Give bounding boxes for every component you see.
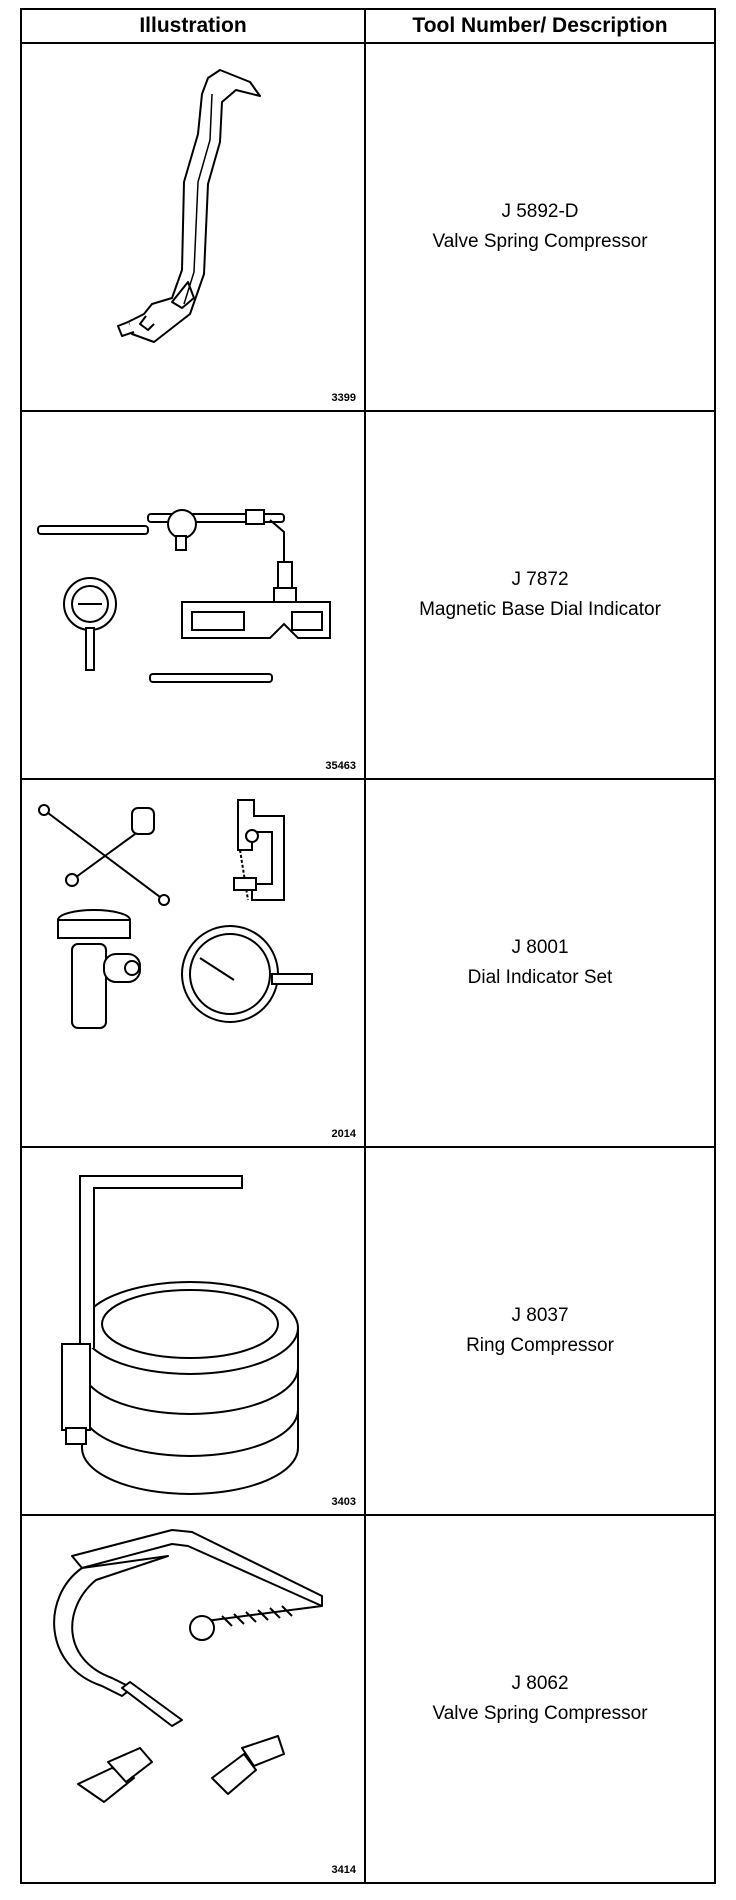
tool-number: J 8062 (511, 1673, 569, 1694)
illustration-cell: 3403 (20, 1146, 366, 1516)
tool-description-cell: J 5892-D Valve Spring Compressor (364, 42, 716, 412)
magnetic-base-dial-indicator-icon (22, 412, 366, 778)
table-row: 2014 J 8001 Dial Indicator Set (20, 778, 716, 1148)
table-row: 3403 J 8037 Ring Compressor (20, 1146, 716, 1516)
header-illustration: Illustration (20, 8, 366, 44)
special-tools-table: Illustration Tool Number/ Description 33… (20, 8, 716, 1884)
figure-number: 3399 (331, 392, 356, 404)
tool-table-sheet: Illustration Tool Number/ Description 33… (20, 8, 716, 1890)
dial-indicator-set-icon (22, 780, 366, 1146)
figure-number: 35463 (325, 760, 356, 772)
valve-spring-compressor-c-clamp-icon (22, 1516, 366, 1882)
tool-description-cell: J 8001 Dial Indicator Set (364, 778, 716, 1148)
figure-number: 3414 (331, 1864, 356, 1876)
tool-description-cell: J 8062 Valve Spring Compressor (364, 1514, 716, 1884)
tool-number: J 8001 (511, 937, 569, 958)
table-row: 3399 J 5892-D Valve Spring Compressor (20, 42, 716, 412)
illustration-cell: 3414 (20, 1514, 366, 1884)
tool-description: Valve Spring Compressor (432, 231, 648, 252)
valve-spring-compressor-icon (22, 44, 366, 410)
table-row: 3414 J 8062 Valve Spring Compressor (20, 1514, 716, 1884)
ring-compressor-icon (22, 1148, 366, 1514)
table-header-row: Illustration Tool Number/ Description (20, 8, 716, 44)
figure-number: 3403 (331, 1496, 356, 1508)
illustration-cell: 35463 (20, 410, 366, 780)
header-tool-description: Tool Number/ Description (364, 8, 716, 44)
tool-description: Valve Spring Compressor (432, 1703, 648, 1724)
tool-description: Dial Indicator Set (467, 967, 613, 988)
tool-description-cell: J 7872 Magnetic Base Dial Indicator (364, 410, 716, 780)
tool-number: J 7872 (511, 569, 569, 590)
tool-description: Ring Compressor (466, 1335, 614, 1356)
table-row: 35463 J 7872 Magnetic Base Dial Indicato… (20, 410, 716, 780)
tool-description-cell: J 8037 Ring Compressor (364, 1146, 716, 1516)
tool-number: J 5892-D (501, 201, 579, 222)
illustration-cell: 3399 (20, 42, 366, 412)
tool-number: J 8037 (511, 1305, 569, 1326)
illustration-cell: 2014 (20, 778, 366, 1148)
tool-description: Magnetic Base Dial Indicator (419, 599, 661, 620)
figure-number: 2014 (331, 1128, 356, 1140)
